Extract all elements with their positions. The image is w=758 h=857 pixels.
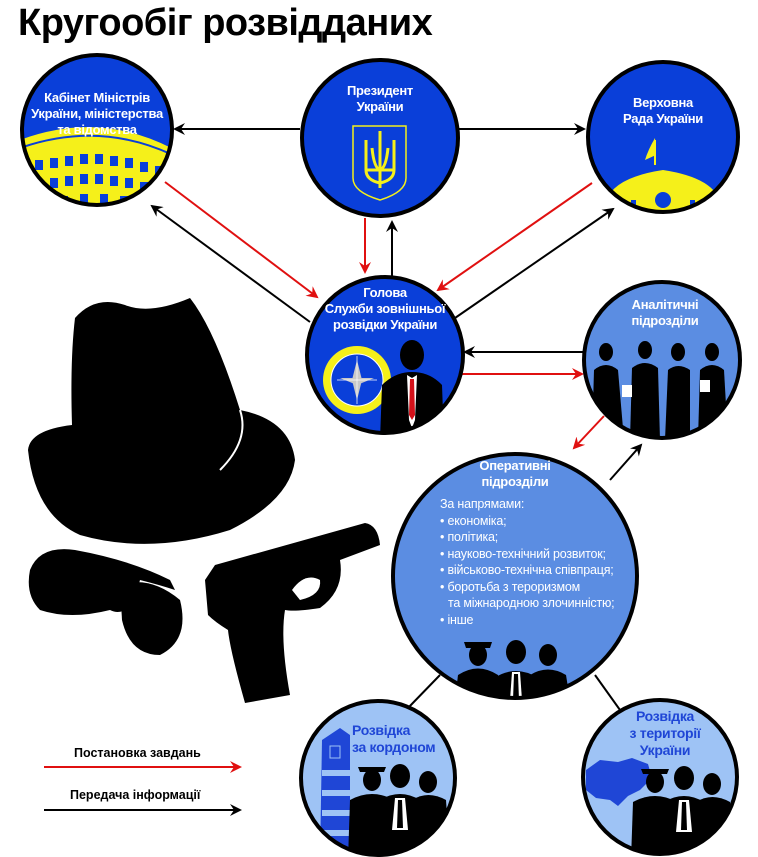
label-line: Аналітичні	[631, 297, 699, 312]
legend-info-label: Передача інформації	[70, 788, 201, 802]
pistol-icon	[205, 523, 380, 703]
analytic-label: Аналітичні підрозділи	[610, 297, 720, 329]
label-line: підрозділи	[481, 474, 549, 489]
direction-item: політика;	[440, 529, 614, 546]
label-line: Кабінет Міністрів	[44, 90, 150, 105]
arrow-cabinet-to-head-tasking	[164, 181, 319, 299]
arrow-head-to-cabinet-info	[150, 204, 311, 323]
node-territory	[581, 698, 739, 856]
direction-item-continuation: та міжнародною злочинністю;	[448, 596, 615, 610]
label-line: України, міністерства	[31, 106, 163, 121]
direction-item: інше	[440, 612, 614, 629]
label-line: та відомства	[57, 122, 137, 137]
label-line: України	[639, 742, 691, 758]
government-building-image	[22, 127, 172, 205]
abroad-label: Розвідка за кордоном	[352, 722, 442, 756]
operative-directions-list: За напрямами: економіка; політика; науко…	[440, 496, 615, 629]
agent-silhouette	[380, 340, 444, 433]
arrow-head-to-rada-info	[454, 207, 615, 319]
president-label: Президент України	[320, 83, 440, 115]
direction-item: військово-технічна співпраця;	[440, 562, 614, 579]
directions-intro: За напрямами:	[440, 497, 525, 511]
node-abroad	[299, 699, 457, 857]
label-line: за кордоном	[352, 739, 436, 755]
direction-item: економіка;	[440, 513, 614, 530]
link-operative-abroad	[407, 674, 441, 709]
label-line: Розвідка	[352, 722, 411, 738]
label-line: підрозділи	[631, 313, 699, 328]
label-line: розвідки України	[332, 317, 438, 332]
label-line: з території	[629, 725, 701, 741]
ukraine-map-icon	[586, 758, 652, 806]
node-head-of-service	[305, 275, 465, 435]
label-line: Верховна	[633, 95, 693, 110]
node-rada	[586, 60, 740, 214]
label-line: Розвідка	[635, 708, 695, 724]
rada-label: Верховна Рада України	[600, 95, 726, 127]
arrow-operative-to-analytic-info	[609, 443, 643, 481]
node-analytic	[582, 280, 742, 440]
page-title: Кругообіг розвідданих	[18, 2, 433, 44]
label-line: Служби зовнішньої	[324, 301, 446, 316]
node-president	[300, 58, 460, 218]
label-line: Президент	[347, 83, 413, 98]
territory-label: Розвідка з території України	[620, 708, 710, 759]
legend-tasking-label: Постановка завдань	[74, 746, 201, 760]
arrow-rada-to-head-tasking	[436, 182, 593, 292]
spy-hat-icon	[28, 298, 295, 544]
arrows	[150, 123, 643, 711]
border-post-image	[320, 728, 350, 855]
direction-item: боротьба з тероризмом	[440, 579, 614, 596]
sunglasses-icon	[28, 549, 183, 655]
cabinet-label: Кабінет Міністрів України, міністерства …	[30, 90, 164, 138]
label-line: Оперативні	[479, 458, 551, 473]
arrow-analytic-to-operative-tasking	[572, 415, 605, 450]
agents-silhouettes	[348, 764, 450, 855]
operative-label: Оперативні підрозділи	[460, 458, 570, 490]
trident-coat-of-arms-icon	[352, 125, 407, 201]
label-line: України	[356, 99, 404, 114]
head-label: Голова Служби зовнішньої розвідки Україн…	[315, 285, 455, 333]
label-line: Рада України	[623, 111, 703, 126]
label-line: Голова	[363, 285, 407, 300]
agents-silhouettes	[631, 766, 734, 854]
node-cabinet	[20, 53, 174, 207]
link-operative-territory	[594, 674, 621, 711]
direction-item: науково-технічний розвиток;	[440, 546, 614, 563]
service-emblem-icon	[323, 346, 391, 414]
